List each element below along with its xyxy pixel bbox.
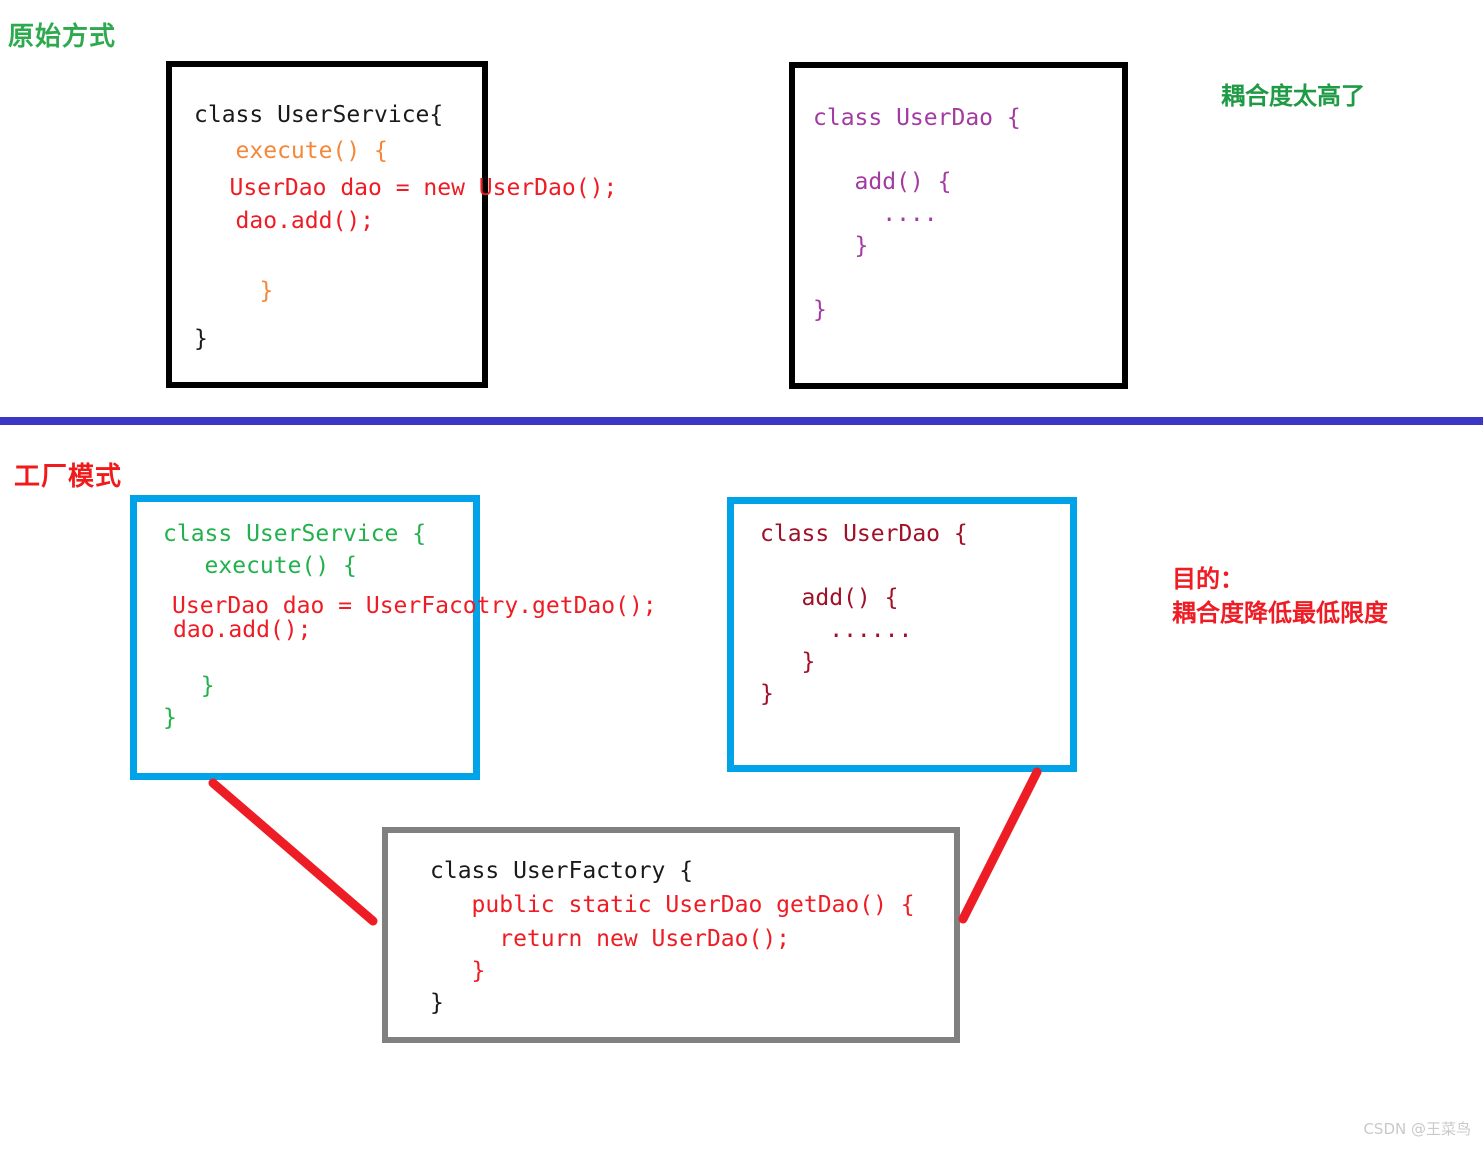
code-line: .... [813,201,938,227]
code-line: } [194,326,208,352]
code-line: dao.add(); [194,208,375,234]
code-line: } [760,681,774,707]
code-box-factory-userservice: class UserService { execute() { dao.add(… [130,495,480,780]
annotation-purpose: 目的： 耦合度降低最低限度 [1172,565,1388,627]
connector-line-right [958,767,1042,924]
code-line: return new UserDao(); [430,926,791,952]
code-line: } [218,278,274,304]
code-line: } [813,233,869,259]
section-label-original: 原始方式 [8,22,117,52]
code-line: public static UserDao getDao() { [430,892,915,918]
code-line: add() { [813,169,952,195]
code-line: class UserDao { [813,105,1021,131]
code-box-userfactory: class UserFactory { public static UserDa… [382,827,960,1043]
code-box-original-userdao: class UserDao { add() { .... } } [789,62,1128,389]
section-divider [0,417,1483,425]
code-line: class UserFactory { [430,858,694,884]
code-line: class UserService { [163,521,427,547]
code-line: } [430,958,486,984]
code-line: } [813,297,827,323]
code-line: } [760,649,816,675]
code-line-overflow: UserDao dao = UserFacotry.getDao(); [172,593,657,619]
section-label-factory: 工厂模式 [14,462,123,492]
code-line: add() { [760,585,899,611]
watermark: CSDN @王菜鸟 [1363,1120,1471,1138]
code-box-original-userservice: class UserService{ execute() { dao.add()… [166,61,488,388]
code-line-overflow: UserDao dao = new UserDao(); [188,175,618,201]
annotation-high-coupling: 耦合度太高了 [1221,82,1365,110]
code-line: class UserDao { [760,521,968,547]
code-line: } [173,673,215,699]
code-line: dao.add(); [173,617,312,643]
code-line: execute() { [194,138,388,164]
code-line: execute() { [163,553,357,579]
code-line: ...... [760,617,913,643]
code-line: } [163,705,177,731]
code-line: } [430,990,444,1016]
code-line: class UserService{ [194,102,444,128]
code-box-factory-userdao: class UserDao { add() { ...... } } [727,497,1077,772]
connector-line-left [208,778,378,926]
